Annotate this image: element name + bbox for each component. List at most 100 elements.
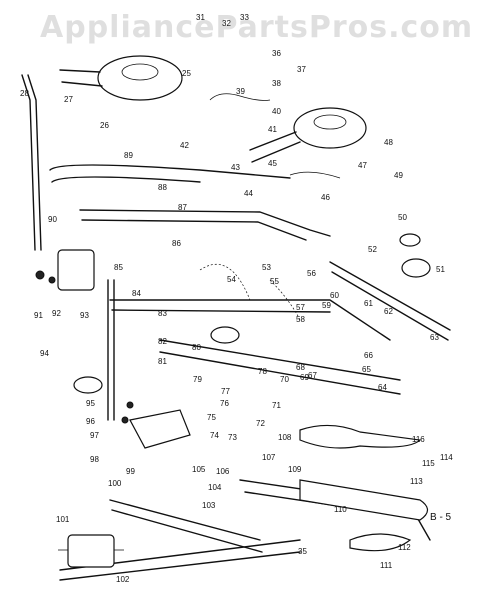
thermocouple-line [209,93,271,101]
callout-46: 46 [321,193,330,202]
callout-73: 73 [228,433,237,442]
callout-112: 112 [398,543,411,552]
callout-65: 65 [362,365,371,374]
callout-59: 59 [322,301,331,310]
dashed-route [199,264,301,321]
callout-77: 77 [221,387,230,396]
callout-81: 81 [158,357,167,366]
callout-53: 53 [262,263,271,272]
callout-56: 56 [307,269,316,278]
callout-51: 51 [436,265,445,274]
fitting-92 [48,276,56,284]
callout-94: 94 [40,349,49,358]
left-burner-cap-94 [73,376,103,394]
callout-57: 57 [296,303,305,312]
callout-71: 71 [272,401,281,410]
callout-96: 96 [86,417,95,426]
callout-55: 55 [270,277,279,286]
callout-91: 91 [34,311,43,320]
callout-27: 27 [64,95,73,104]
callout-64: 64 [378,383,387,392]
callout-39: 39 [236,87,245,96]
callout-72: 72 [256,419,265,428]
callout-41: 41 [268,125,277,134]
regulator-90 [57,249,95,291]
callout-115: 115 [422,459,435,468]
callout-89: 89 [124,151,133,160]
callout-113: 113 [410,477,423,486]
callout-85: 85 [114,263,123,272]
burner-cap-50 [399,233,421,247]
callout-47: 47 [358,161,367,170]
callout-78: 78 [258,367,267,376]
callout-69: 69 [300,373,309,382]
callout-82: 82 [158,337,167,346]
callout-107: 107 [262,453,276,462]
callout-108: 108 [278,433,292,442]
vertical-line-93 [107,279,115,421]
callout-40: 40 [272,107,281,116]
callout-43: 43 [231,163,240,172]
callout-87: 87 [178,203,187,212]
callout-106: 106 [216,467,230,476]
callout-104: 104 [208,483,222,492]
callout-110: 110 [334,505,347,514]
manifold-lower [79,209,331,241]
top-left-burner-tube [59,69,103,87]
callout-109: 109 [288,465,302,474]
fitting-91 [35,270,45,280]
callout-37: 37 [297,65,306,74]
oven-burner-venturi [210,326,240,344]
mid-gas-line [109,299,391,341]
top-right-burner [293,107,367,149]
callout-49: 49 [394,171,403,180]
fitting-96 [121,416,129,424]
callout-68: 68 [296,363,305,372]
callout-31: 31 [196,13,205,22]
callout-63: 63 [430,333,439,342]
callout-48: 48 [384,138,393,147]
oven-burner-tube [159,339,401,395]
diagram-ref-label: B - 5 [430,512,452,523]
callout-102: 102 [116,575,130,584]
callout-67: 67 [308,371,317,380]
callout-97: 97 [90,431,99,440]
callout-44: 44 [244,189,253,198]
callout-103: 103 [202,501,216,510]
callout-92: 92 [52,309,61,318]
callout-100: 100 [108,479,122,488]
callout-60: 60 [330,291,339,300]
callout-101: 101 [56,515,70,524]
callout-42: 42 [180,141,189,150]
callout-66: 66 [364,351,373,360]
top-right-burner-cap [313,114,347,130]
thermostat-valve [129,409,191,449]
pipe-103 [109,499,263,553]
right-supply-pipe [329,261,451,341]
broiler-burner-108 [299,424,422,449]
callout-28: 28 [20,89,29,98]
top-right-burner-tube [249,131,301,163]
callout-114: 114 [440,453,453,462]
callout-50: 50 [398,213,407,222]
burner-cap-51 [401,258,431,278]
callout-52: 52 [368,245,377,254]
bottom-burner-112 [349,533,412,552]
left-gas-pipe [21,74,42,251]
callout-84: 84 [132,289,141,298]
callout-86: 86 [172,239,181,248]
callout-111: 111 [380,561,393,570]
callout-90: 90 [48,215,57,224]
callout-58: 58 [296,315,305,324]
fitting-95 [126,401,134,409]
callout-83: 83 [158,309,167,318]
callout-88: 88 [158,183,167,192]
callout-61: 61 [364,299,373,308]
callout-62: 62 [384,307,393,316]
ignition-lead-47 [289,171,341,179]
callout-80: 80 [192,343,201,352]
callout-38: 38 [272,79,281,88]
callout-95: 95 [86,399,95,408]
manifold-upper [49,164,291,183]
